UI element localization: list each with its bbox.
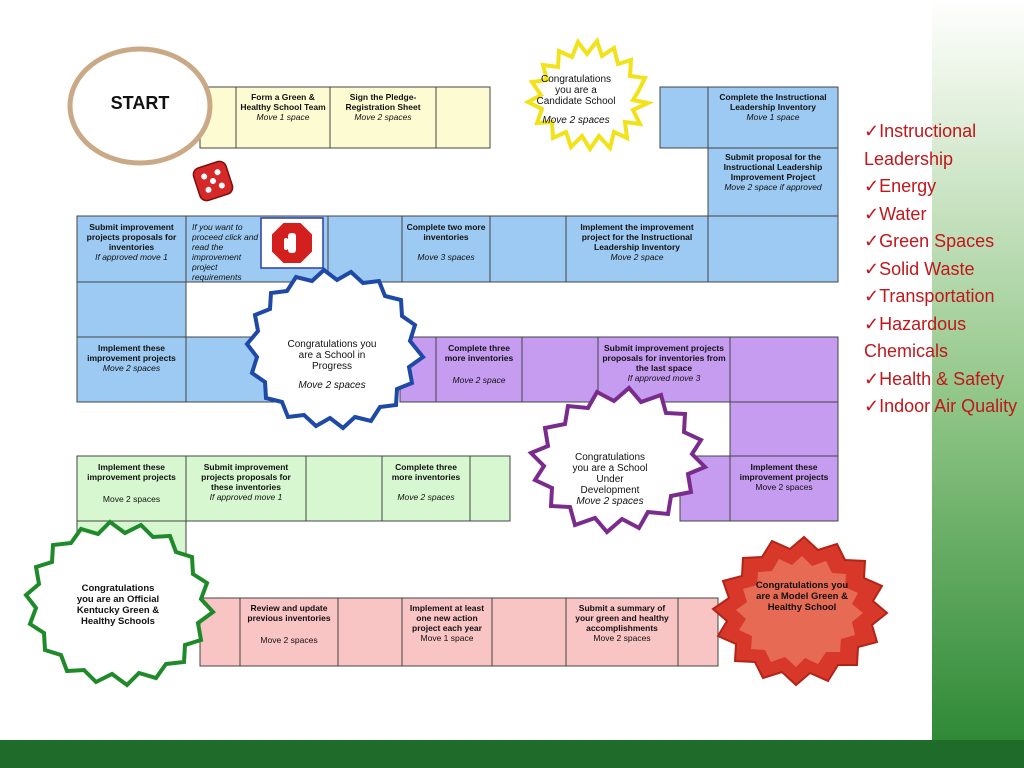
square-title: Complete three more inventories [444, 343, 514, 363]
topic-item: ✓Energy [864, 176, 937, 196]
star-title: Congratulations you are a Model Green & … [755, 580, 849, 613]
square-move: Move 1 space [746, 112, 800, 122]
topic-item: ✓Water [864, 203, 927, 224]
topic-item: ✓Green Spaces [864, 231, 995, 251]
square-move: Move 2 space [452, 375, 506, 385]
square-title: Complete three more inventories [391, 462, 461, 482]
star-title: Congratulations you are an Official Kent… [76, 583, 160, 627]
square-move: Move 2 space [610, 252, 664, 262]
topic-item: ✓Transportation [864, 286, 995, 306]
bottom-bar [0, 740, 1024, 768]
star-progress [244, 267, 426, 431]
square-submit-summary[interactable]: Submit a summary of your green and healt… [569, 603, 675, 643]
square-move: Move 2 spaces [260, 635, 318, 645]
square-sign-pledge[interactable]: Sign the Pledge-Registration Sheet Move … [334, 92, 432, 122]
stop-sign-icon [260, 217, 324, 269]
square-title: Complete the Instructional Leadership In… [719, 92, 827, 112]
checkmark-icon: ✓ [864, 396, 880, 416]
star-official-text: Congratulations you are an Official Kent… [72, 583, 164, 627]
checkmark-icon: ✓ [864, 121, 880, 141]
square-title: Implement at least one new action projec… [409, 603, 485, 633]
square-move: Move 1 space [256, 112, 310, 122]
start-circle [67, 46, 213, 166]
square-move: If approved move 1 [209, 492, 283, 502]
star-title: Congratulations you are a School in Prog… [287, 339, 377, 372]
square-complete-three-2[interactable]: Complete three more inventories Move 2 s… [385, 462, 467, 502]
square-implement-1[interactable]: Implement these improvement projects Mov… [80, 343, 183, 373]
square-title: Submit improvement projects proposals fo… [201, 462, 291, 492]
star-title: Congratulations you are a Candidate Scho… [536, 74, 616, 107]
row-5 [199, 597, 719, 667]
square-move: If approved move 1 [95, 252, 168, 262]
star-candidate [523, 36, 655, 153]
checkmark-icon: ✓ [864, 176, 880, 196]
star-move: Move 2 spaces [542, 115, 610, 126]
square-title: Review and update previous inventories [247, 603, 331, 623]
topic-item: ✓Solid Waste [864, 258, 975, 279]
square-implement-action[interactable]: Implement at least one new action projec… [405, 603, 489, 643]
square-complete-ili[interactable]: Complete the Instructional Leadership In… [712, 92, 834, 122]
square-move: Move 2 spaces [102, 494, 161, 504]
square-implement-2[interactable]: Implement these improvement projects Mov… [80, 462, 183, 504]
star-move: Move 2 spaces [576, 496, 644, 507]
star-candidate-text: Congratulations you are a Candidate Scho… [532, 74, 620, 126]
square-complete-three-1[interactable]: Complete three more inventories Move 2 s… [439, 343, 519, 385]
square-submit-last[interactable]: Submit improvement projects proposals fo… [602, 343, 726, 383]
square-complete-two[interactable]: Complete two more inventories Move 3 spa… [405, 222, 487, 262]
square-title: Form a Green & Healthy School Team [240, 92, 326, 112]
square-move: Move 3 spaces [417, 252, 475, 262]
star-model-text: Congratulations you are a Model Green & … [750, 580, 854, 613]
square-title: Implement the improvement project for th… [580, 222, 694, 252]
row-1 [199, 86, 839, 217]
topic-item: ✓Hazardous Chemicals [864, 313, 967, 362]
topic-item: ✓Instructional Leadership [864, 121, 977, 169]
topic-item: ✓Health & Safety [864, 368, 1005, 389]
square-stop-note[interactable]: If you want to proceed click and read th… [192, 222, 260, 282]
checkmark-icon: ✓ [864, 231, 880, 251]
star-development-text: Congratulations you are a School Under D… [570, 452, 650, 507]
checkmark-icon: ✓ [864, 286, 880, 306]
square-title: Implement these improvement projects [739, 462, 829, 482]
topic-item: ✓Indoor Air Quality [864, 396, 1018, 416]
star-title: Congratulations you are a School Under D… [572, 452, 648, 496]
topics-list: ✓Instructional Leadership ✓Energy ✓Water… [864, 118, 1024, 421]
square-implement-3[interactable]: Implement these improvement projects Mov… [734, 462, 834, 492]
star-development [527, 385, 709, 535]
square-move: Move 2 spaces [755, 482, 813, 492]
checkmark-icon: ✓ [864, 313, 880, 334]
game-board [23, 36, 889, 688]
sidebar-gradient [932, 0, 1024, 740]
die-icon [192, 160, 234, 202]
square-title: Submit proposal for the Instructional Le… [723, 152, 823, 182]
square-title: Submit improvement projects proposals fo… [602, 343, 726, 373]
star-move: Move 2 spaces [298, 380, 366, 391]
square-implement-ili[interactable]: Implement the improvement project for th… [570, 222, 704, 262]
checkmark-icon: ✓ [864, 203, 880, 224]
square-title: Implement these improvement projects [87, 343, 176, 363]
square-review[interactable]: Review and update previous inventories M… [243, 603, 335, 645]
square-title: Complete two more inventories [406, 222, 486, 242]
square-submit-proposals-1[interactable]: Submit improvement projects proposals fo… [80, 222, 183, 262]
square-move: Move 1 space [420, 633, 474, 643]
square-move: Move 2 spaces [354, 112, 412, 122]
square-submit-ili-proposal[interactable]: Submit proposal for the Instructional Le… [712, 152, 834, 192]
star-official [23, 519, 216, 688]
square-title: Submit a summary of your green and healt… [575, 603, 669, 633]
square-submit-proposals-2[interactable]: Submit improvement projects proposals fo… [189, 462, 303, 502]
square-move: Move 2 space if approved [724, 182, 822, 192]
star-progress-text: Congratulations you are a School in Prog… [284, 339, 380, 391]
square-move: If approved move 3 [627, 373, 701, 383]
square-move: Move 2 spaces [593, 633, 651, 643]
start-label: START [110, 93, 170, 113]
square-move: Move 2 spaces [102, 363, 161, 373]
square-title: Submit improvement projects proposals fo… [86, 222, 177, 252]
checkmark-icon: ✓ [864, 368, 880, 389]
square-title: Sign the Pledge-Registration Sheet [345, 92, 421, 112]
square-title: Implement these improvement projects [87, 462, 176, 482]
row-2 [76, 215, 839, 338]
square-move: Move 2 spaces [397, 492, 455, 502]
checkmark-icon: ✓ [864, 258, 880, 279]
square-form-team[interactable]: Form a Green & Healthy School Team Move … [238, 92, 328, 122]
stop-note-text: If you want to proceed click and read th… [192, 222, 259, 282]
